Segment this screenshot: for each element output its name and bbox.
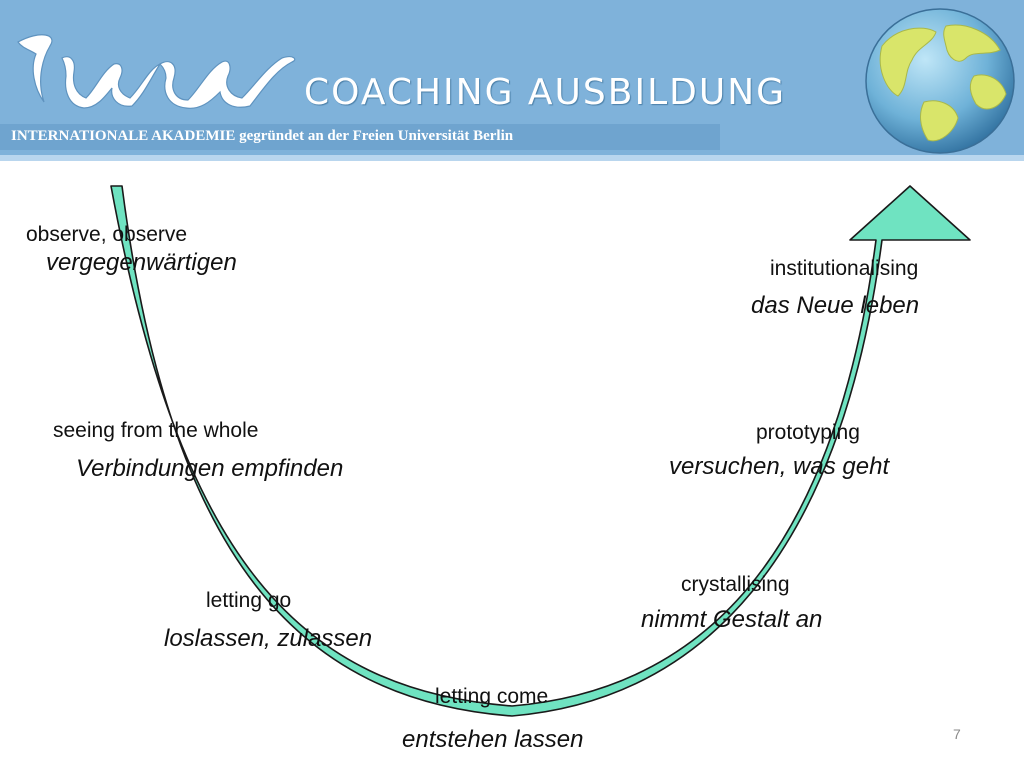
globe-icon <box>865 8 1015 154</box>
stage-observe-de: vergegenwärtigen <box>46 249 237 276</box>
stage-crystallising-en: crystallising <box>681 573 790 596</box>
stage-seeing-de: Verbindungen empfinden <box>76 455 344 482</box>
stage-institutionalising-de: das Neue leben <box>751 292 920 319</box>
subtitle-band <box>0 124 720 150</box>
stage-letting-come-de: entstehen lassen <box>402 726 584 753</box>
stage-prototyping-de: versuchen, was geht <box>669 453 890 480</box>
stage-letting-go-en: letting go <box>206 589 292 612</box>
stage-letting-come-en: letting come <box>435 685 549 708</box>
inaw-swoosh-logo-icon <box>17 34 296 109</box>
stage-prototyping-en: prototyping <box>756 421 860 444</box>
header-divider <box>0 155 1024 161</box>
brand-subtitle: INTERNATIONALE AKADEMIE gegründet an der… <box>11 128 514 144</box>
stage-seeing-en: seeing from the whole <box>53 419 259 442</box>
brand-title: COACHING AUSBILDUNG <box>304 72 787 113</box>
stage-observe-en: observe, observe <box>26 223 188 246</box>
u-curve-arrow <box>110 185 971 717</box>
stage-crystallising-de: nimmt Gestalt an <box>641 606 823 633</box>
stage-letting-go-de: loslassen, zulassen <box>164 625 373 652</box>
stage-institutionalising-en: institutionalising <box>770 257 919 280</box>
page-number: 7 <box>953 726 961 742</box>
